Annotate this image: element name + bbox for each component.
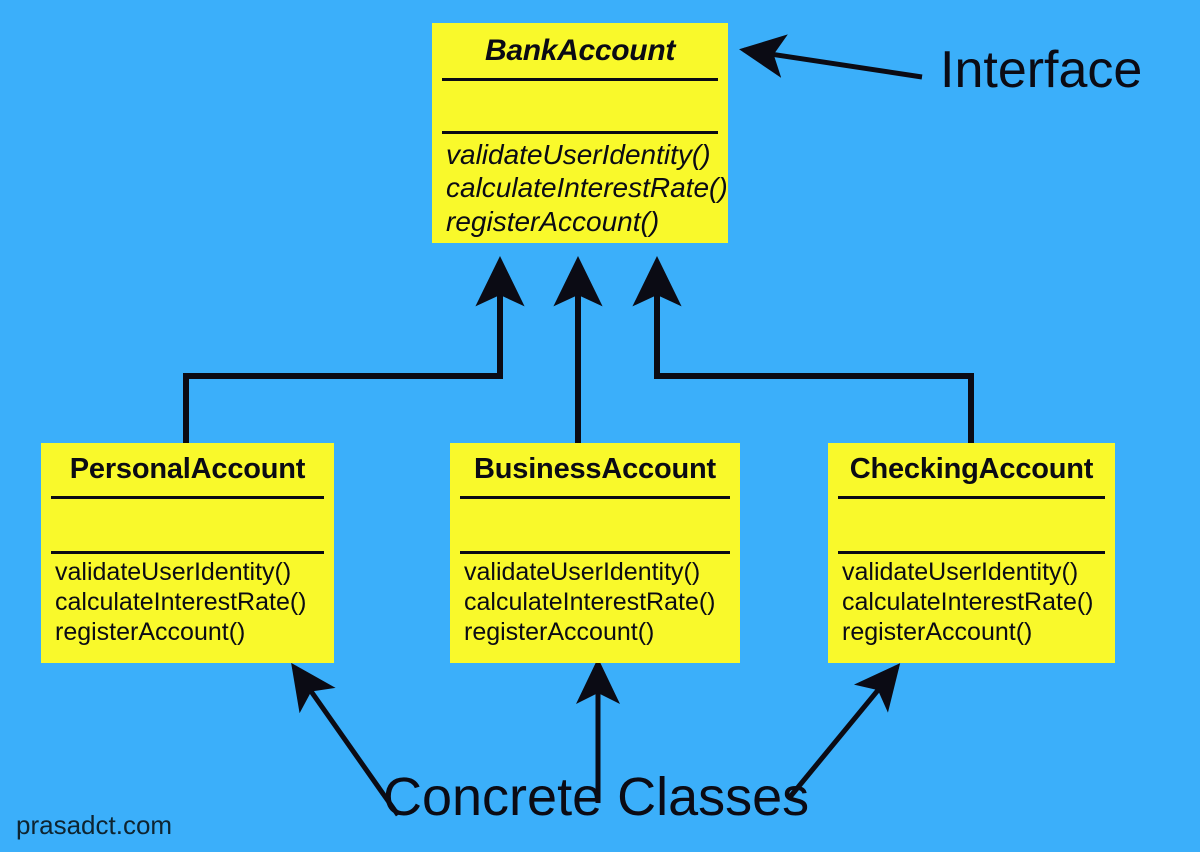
uml-method: validateUserIdentity(): [464, 558, 701, 586]
uml-attributes-businessaccount: [450, 499, 740, 551]
uml-method: registerAccount(): [55, 617, 246, 646]
annotation-label-concrete-classes: Concrete Classes: [383, 767, 810, 827]
uml-method: validateUserIdentity(): [55, 558, 292, 586]
uml-method: calculateInterestRate(): [464, 587, 716, 616]
uml-methods-personalaccount: validateUserIdentity() calculateInterest…: [41, 554, 334, 647]
inheritance-checking-to-bankaccount: [632, 256, 974, 443]
uml-attributes-bankaccount: [432, 81, 728, 131]
uml-methods-checkingaccount: validateUserIdentity() calculateInterest…: [828, 554, 1115, 647]
uml-divider-attributes: [838, 496, 1105, 499]
interface-callout-arrow: [739, 34, 923, 80]
uml-class-box-checkingaccount[interactable]: CheckingAccount validateUserIdentity() c…: [828, 443, 1115, 663]
uml-class-box-businessaccount[interactable]: BusinessAccount validateUserIdentity() c…: [450, 443, 740, 663]
uml-method: registerAccount(): [446, 205, 660, 237]
uml-method: calculateInterestRate(): [55, 587, 307, 616]
inheritance-personal-to-bankaccount: [183, 256, 525, 443]
uml-attributes-personalaccount: [41, 499, 334, 551]
uml-divider-methods: [442, 131, 718, 134]
uml-class-name-personalaccount: PersonalAccount: [69, 453, 306, 485]
uml-class-name-businessaccount: BusinessAccount: [474, 453, 716, 485]
uml-divider-attributes: [442, 78, 718, 81]
uml-divider-attributes: [51, 496, 324, 499]
uml-divider-methods: [460, 551, 730, 554]
uml-method: validateUserIdentity(): [842, 558, 1079, 586]
uml-divider-attributes: [460, 496, 730, 499]
uml-class-name-checkingaccount: CheckingAccount: [849, 453, 1094, 485]
uml-method: calculateInterestRate(): [446, 172, 728, 204]
uml-divider-methods: [838, 551, 1105, 554]
uml-class-box-bankaccount[interactable]: BankAccount validateUserIdentity() calcu…: [432, 23, 728, 243]
uml-method: validateUserIdentity(): [446, 139, 711, 170]
annotation-label-interface: Interface: [940, 41, 1143, 99]
uml-divider-methods: [51, 551, 324, 554]
watermark-text: prasadct.com: [16, 810, 173, 840]
uml-methods-businessaccount: validateUserIdentity() calculateInterest…: [450, 554, 740, 647]
uml-attributes-checkingaccount: [828, 499, 1115, 551]
uml-class-name-bankaccount: BankAccount: [484, 33, 676, 67]
uml-method: registerAccount(): [842, 617, 1033, 646]
uml-method: calculateInterestRate(): [842, 587, 1094, 616]
uml-method: registerAccount(): [464, 617, 655, 646]
uml-methods-bankaccount: validateUserIdentity() calculateInterest…: [432, 134, 728, 238]
uml-class-box-personalaccount[interactable]: PersonalAccount validateUserIdentity() c…: [41, 443, 334, 663]
